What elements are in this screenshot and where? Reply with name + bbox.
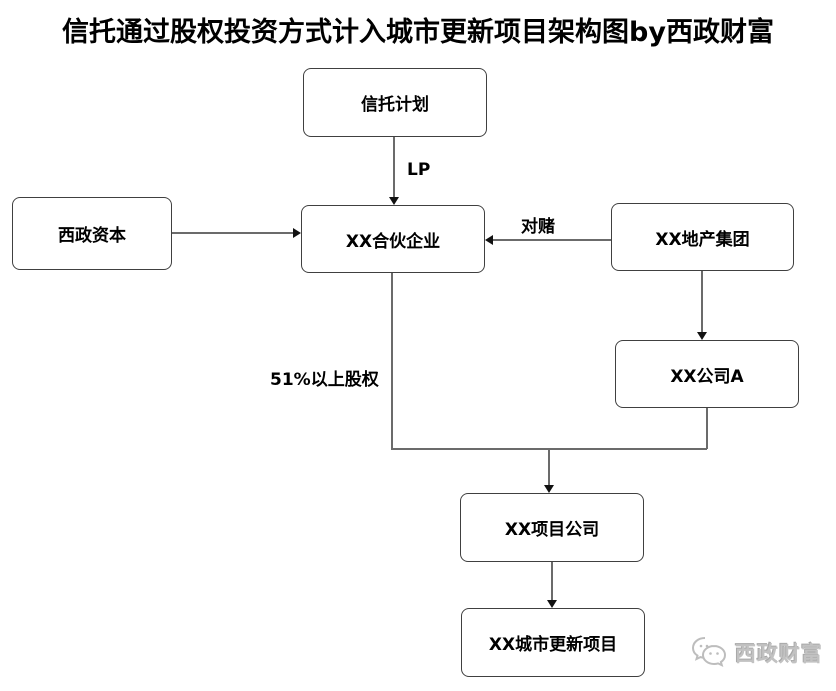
node-trust-plan-label: 信托计划: [361, 95, 429, 115]
node-real-estate-group-label: XX地产集团: [655, 229, 750, 250]
node-project-company-label: XX项目公司: [504, 520, 600, 540]
wechat-icon: [691, 637, 727, 668]
node-partnership: XX合伙企业: [301, 205, 485, 273]
node-company-a-label: XX公司A: [670, 366, 744, 387]
connector-partnership-down: [391, 273, 393, 449]
node-xizheng-capital-label: 西政资本: [58, 226, 126, 246]
node-company-a: XX公司A: [615, 340, 799, 408]
connector-group-to-partnership: [493, 239, 611, 241]
connector-company-a-down: [706, 408, 708, 449]
connector-trust-to-partnership: [393, 137, 395, 197]
edge-label-lp: LP: [407, 160, 431, 180]
edge-label-majority-equity: 51%以上股权: [270, 370, 379, 390]
watermark: 西政财富: [690, 635, 823, 671]
node-project-company: XX项目公司: [460, 493, 644, 562]
connector-project-to-renewal: [551, 562, 553, 600]
arrowhead-down-icon: [547, 600, 557, 608]
arrowhead-right-icon: [293, 228, 301, 238]
connector-group-to-company-a: [701, 271, 703, 332]
node-real-estate-group: XX地产集团: [611, 203, 794, 271]
arrowhead-down-icon: [697, 332, 707, 340]
node-urban-renewal-project: XX城市更新项目: [461, 608, 645, 677]
arrowhead-down-icon: [389, 197, 399, 205]
node-trust-plan: 信托计划: [303, 68, 487, 137]
arrowhead-left-icon: [485, 235, 493, 245]
connector-capital-to-partnership: [172, 232, 293, 234]
connector-bus-to-project-company: [548, 448, 550, 485]
arrowhead-down-icon: [544, 485, 554, 493]
diagram-title: 信托通过股权投资方式计入城市更新项目架构图by西政财富: [62, 17, 774, 48]
node-partnership-label: XX合伙企业: [345, 231, 441, 252]
edge-label-bet: 对赌: [521, 217, 555, 237]
watermark-text: 西政财富: [735, 642, 823, 666]
node-xizheng-capital: 西政资本: [12, 197, 172, 270]
node-urban-renewal-project-label: XX城市更新项目: [488, 635, 618, 655]
